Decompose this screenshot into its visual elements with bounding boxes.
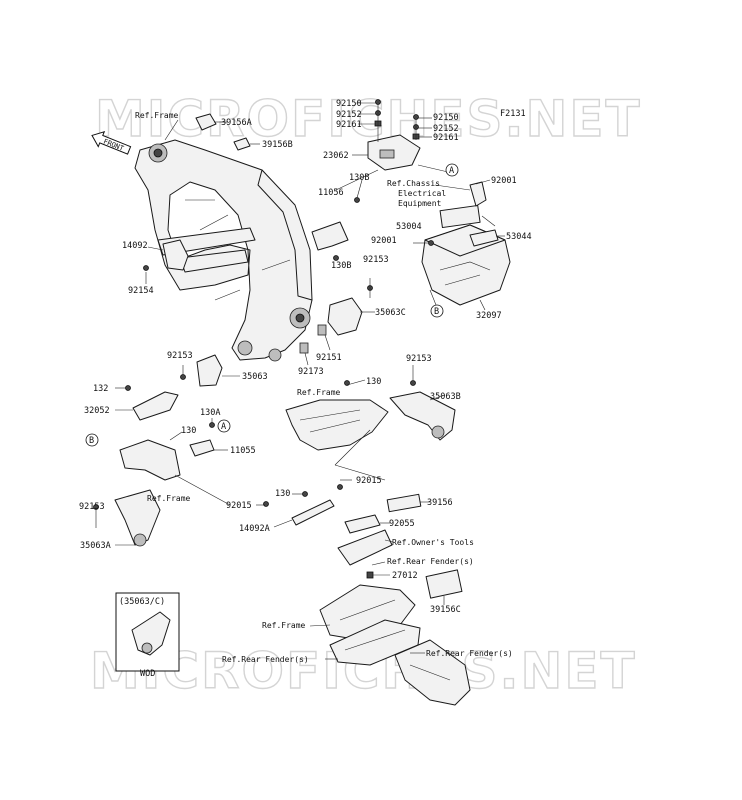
label-92153-a: 92153	[363, 255, 389, 265]
svg-text:A: A	[449, 166, 454, 176]
part-39156	[386, 493, 422, 513]
owners-tools	[337, 529, 393, 566]
sub-frame	[285, 399, 389, 451]
callout-b-right: B	[430, 304, 444, 318]
label-92153-d: 92153	[79, 502, 105, 512]
svg-text:B: B	[89, 436, 94, 446]
label-92173: 92173	[298, 367, 324, 377]
part-35063B	[389, 380, 456, 441]
part-35063	[196, 354, 223, 387]
label-132: 132	[93, 384, 108, 394]
part-23062	[367, 99, 421, 171]
label-92161-a: 92161	[336, 120, 362, 130]
label-35063B: 35063B	[430, 392, 461, 402]
label-11056: 11056	[318, 188, 344, 198]
ref-rear-fender-3: Ref.Rear Fender(s)	[426, 649, 513, 658]
part-32097	[421, 181, 511, 306]
part-14092A	[291, 499, 335, 526]
label-92055: 92055	[389, 519, 415, 529]
label-92001-b: 92001	[371, 236, 397, 246]
ref-chassis-line2: Electrical	[398, 189, 446, 198]
part-35063C	[327, 297, 363, 336]
part-11055	[189, 439, 215, 457]
label-32097: 32097	[476, 311, 502, 321]
label-130B-a: 130B	[349, 173, 369, 183]
label-14092: 14092	[122, 241, 148, 251]
part-32052	[125, 385, 179, 421]
label-130-c: 130	[275, 489, 290, 499]
inset-caption: WOD	[140, 669, 155, 679]
label-27012: 27012	[392, 571, 418, 581]
part-53004	[439, 204, 481, 229]
label-92161-b: 92161	[433, 133, 459, 143]
label-92015-b: 92015	[226, 501, 252, 511]
main-frame	[134, 139, 313, 362]
part-92151	[317, 324, 327, 336]
part-39156C	[425, 569, 463, 599]
label-92015-a: 92015	[356, 476, 382, 486]
ref-frame-mid: Ref.Frame	[297, 388, 341, 397]
label-130B-b: 130B	[331, 261, 351, 271]
label-39156A: 39156A	[221, 118, 252, 128]
part-39156B	[233, 137, 251, 151]
watermark-top: MICROFICHES.NET	[95, 90, 642, 148]
label-11055: 11055	[230, 446, 256, 456]
part-35063A	[93, 439, 181, 547]
label-35063: 35063	[242, 372, 268, 382]
bolt-92154	[143, 265, 149, 271]
label-92153-c: 92153	[406, 354, 432, 364]
part-92173	[299, 342, 309, 354]
label-130-a: 130	[366, 377, 381, 387]
callout-a-left: A	[217, 419, 231, 433]
label-92154: 92154	[128, 286, 154, 296]
part-92055	[344, 514, 381, 534]
label-39156B: 39156B	[262, 140, 293, 150]
svg-text:B: B	[434, 307, 439, 317]
label-53004: 53004	[396, 222, 422, 232]
ref-rear-fender-2: Ref.Rear Fender(s)	[222, 655, 309, 664]
ref-frame-left: Ref.Frame	[147, 494, 191, 503]
bolt-130A	[209, 422, 215, 428]
label-39156C: 39156C	[430, 605, 461, 615]
label-92152-a: 92152	[336, 110, 362, 120]
rear-fender	[319, 584, 471, 706]
label-92150-b: 92150	[433, 113, 459, 123]
label-23062: 23062	[323, 151, 349, 161]
ref-rear-fender-1: Ref.Rear Fender(s)	[387, 557, 474, 566]
label-35063C: 35063C	[375, 308, 406, 318]
part-39156A	[195, 113, 217, 131]
ref-chassis-line1: Ref.Chassis	[387, 179, 440, 188]
leader-lines	[95, 102, 505, 660]
svg-text:A: A	[221, 422, 226, 432]
ref-owners-tools: Ref.Owner's Tools	[392, 538, 474, 547]
ref-frame-top: Ref.Frame	[135, 111, 179, 120]
label-92001-a: 92001	[491, 176, 517, 186]
label-14092A: 14092A	[239, 524, 270, 534]
label-35063A: 35063A	[80, 541, 111, 551]
ref-frame-bottom: Ref.Frame	[262, 621, 306, 630]
part-14092	[162, 239, 189, 271]
label-39156: 39156	[427, 498, 453, 508]
label-92153-b: 92153	[167, 351, 193, 361]
part-92001-clip	[469, 181, 487, 207]
inset-title: (35063/C)	[119, 597, 165, 607]
callout-b-left: B	[85, 433, 99, 447]
label-92152-b: 92152	[433, 124, 459, 134]
figure-code: F2131	[500, 109, 526, 119]
inset-detail: (35063/C) WOD	[115, 592, 180, 679]
part-11056	[311, 221, 349, 251]
label-32052: 32052	[84, 406, 110, 416]
label-130-b: 130	[181, 426, 196, 436]
part-53044	[469, 229, 499, 247]
label-92151: 92151	[316, 353, 342, 363]
part-27012	[366, 571, 374, 579]
label-53044: 53044	[506, 232, 532, 242]
part-labels: 39156A 39156B 92150 92152 92161 92150 92…	[79, 99, 532, 615]
label-92150-a: 92150	[336, 99, 362, 109]
callout-a-top: A	[445, 163, 459, 177]
label-130A: 130A	[200, 408, 220, 418]
ref-chassis-line3: Equipment	[398, 199, 442, 208]
